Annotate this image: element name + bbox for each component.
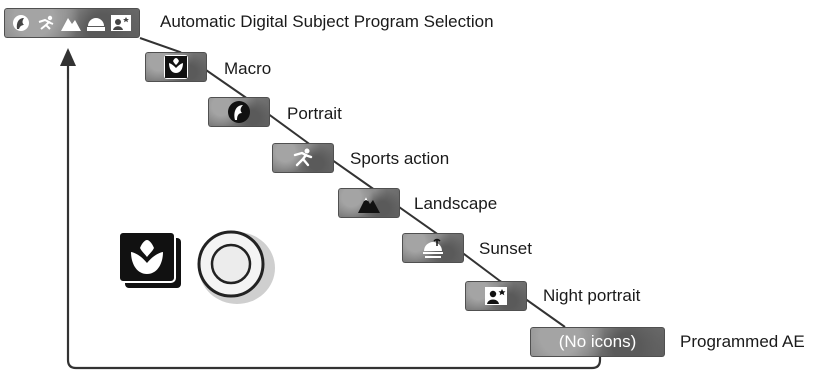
night-portrait-icon [111,15,131,31]
sports-action-icon [291,146,315,170]
mode-tile-night-portrait [465,281,527,311]
auto-selection-tile [4,8,140,38]
sports-action-icon [38,15,54,30]
mode-tile-macro [145,52,207,82]
sunset-icon [421,236,445,260]
header-title: Automatic Digital Subject Program Select… [160,12,494,31]
mode-tile-sunset [402,233,464,263]
dial-illustration [118,230,275,304]
mode-label-night-portrait: Night portrait [543,286,641,305]
mode-label-landscape: Landscape [414,194,498,213]
night-portrait-icon [484,284,508,308]
macro-icon [164,55,188,79]
landscape-icon [357,191,381,215]
mode-tile-portrait [208,97,270,127]
mode-label-programmed-ae: Programmed AE [680,332,805,351]
sunset-icon [87,18,105,31]
portrait-icon [227,100,251,124]
landscape-icon [61,18,81,31]
no-icons-text: (No icons) [558,332,637,351]
mode-tile-sports-action [272,143,334,173]
return-arrow [66,62,602,370]
arrowhead-icon [60,48,76,66]
dial-center-button [210,243,252,285]
mode-tile-landscape [338,188,400,218]
mode-label-portrait: Portrait [287,104,342,123]
mode-label-macro: Macro [224,59,272,78]
mode-tile-programmed-ae: (No icons) [530,327,665,357]
mode-label-sports-action: Sports action [350,149,450,168]
portrait-icon [13,15,29,31]
mode-label-sunset: Sunset [479,239,532,258]
